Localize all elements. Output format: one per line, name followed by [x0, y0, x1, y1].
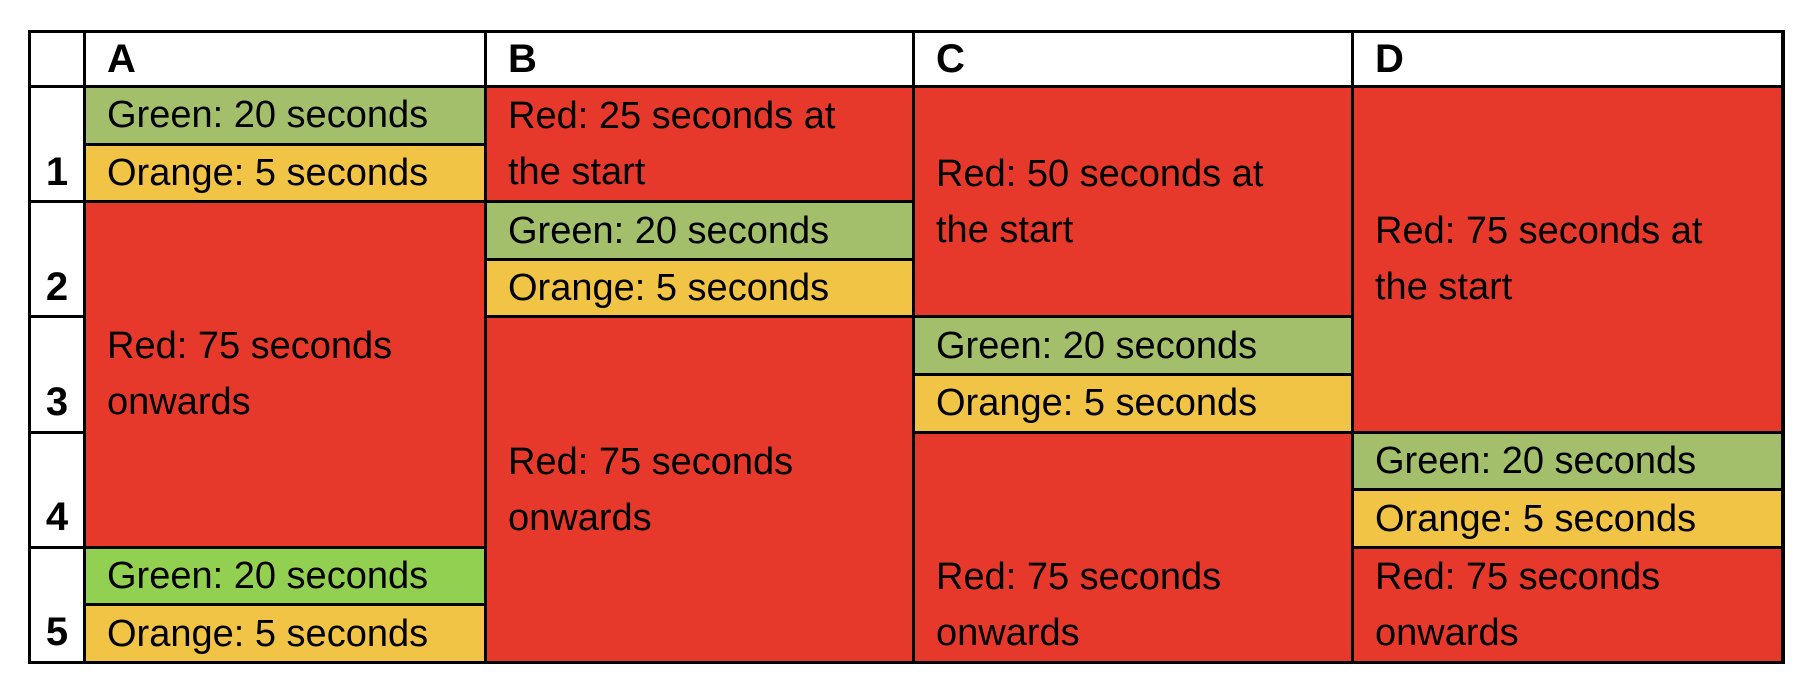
band-text-line: Red: 75 seconds [1375, 555, 1661, 598]
band-text-line: Red: 75 seconds [107, 325, 393, 368]
row-label-1: 1 [31, 88, 83, 201]
row-label-5: 5 [31, 548, 83, 661]
band-text-line: Orange: 5 seconds [107, 612, 429, 655]
band-textblock: Orange: 5 seconds [508, 261, 906, 316]
band-text-line: onwards [1375, 611, 1519, 654]
band-textblock: Orange: 5 seconds [107, 146, 478, 201]
band-textblock: Red: 50 seconds at the start [936, 146, 1345, 258]
band-A-5-orange: Orange: 5 seconds [86, 606, 484, 661]
band-text-line: Red: 75 seconds at [1375, 210, 1703, 253]
band-textblock: Green: 20 seconds [107, 88, 478, 143]
column-header-C: C [915, 33, 1351, 85]
band-B-1-red: Red: 25 seconds at the start [487, 88, 912, 201]
row-label-text: 4 [45, 495, 69, 540]
band-text-line: Orange: 5 seconds [508, 267, 830, 310]
band-D-1-red: Red: 75 seconds at the start [1354, 88, 1781, 431]
band-text-line: Red: 75 seconds [508, 440, 794, 483]
band-textblock: Orange: 5 seconds [936, 376, 1345, 431]
column-header-A: A [86, 33, 484, 85]
band-text-line: Orange: 5 seconds [936, 382, 1258, 425]
band-C-3-orange: Orange: 5 seconds [915, 375, 1351, 431]
band-textblock: Red: 75 seconds at the start [1375, 203, 1775, 315]
band-textblock: Red: 75 seconds onwards [508, 434, 906, 546]
band-C-4-red: Red: 75 seconds onwards [915, 433, 1351, 661]
column-header-B: B [487, 33, 912, 85]
band-text-line: Green: 20 seconds [107, 94, 429, 137]
band-text-line: Green: 20 seconds [936, 324, 1258, 367]
band-text-line: the start [1375, 266, 1513, 309]
corner-header-cell [31, 33, 83, 85]
band-D-2-green: Green: 20 seconds [1354, 433, 1781, 489]
band-textblock: Red: 25 seconds at the start [508, 88, 906, 200]
band-textblock: Red: 75 seconds onwards [1375, 549, 1775, 661]
band-textblock: Orange: 5 seconds [107, 606, 478, 661]
band-text-line: Orange: 5 seconds [1375, 497, 1697, 540]
band-B-2-green: Green: 20 seconds [487, 203, 912, 258]
band-text-line: onwards [107, 381, 251, 424]
row-label-3: 3 [31, 318, 83, 431]
band-text-line: onwards [508, 496, 652, 539]
row-label-text: 2 [45, 264, 69, 309]
row-label-text: 5 [45, 610, 69, 655]
band-A-4-green_bright: Green: 20 seconds [86, 548, 484, 604]
band-text-line: Green: 20 seconds [508, 209, 830, 252]
band-text-line: the start [936, 208, 1074, 251]
band-text-line: Red: 50 seconds at [936, 152, 1264, 195]
band-C-1-red: Red: 50 seconds at the start [915, 88, 1351, 316]
band-textblock: Red: 75 seconds onwards [936, 549, 1345, 661]
band-A-2-orange: Orange: 5 seconds [86, 145, 484, 201]
row-label-text: 1 [45, 149, 69, 194]
band-textblock: Orange: 5 seconds [1375, 491, 1775, 546]
band-textblock: Red: 75 seconds onwards [107, 318, 478, 430]
band-A-1-green: Green: 20 seconds [86, 88, 484, 143]
band-text-line: the start [508, 151, 646, 194]
row-label-text: 3 [45, 380, 69, 425]
band-text-line: onwards [936, 611, 1080, 654]
band-text-line: Green: 20 seconds [1375, 439, 1697, 482]
band-text-line: Orange: 5 seconds [107, 151, 429, 194]
row-label-2: 2 [31, 203, 83, 316]
band-textblock: Green: 20 seconds [107, 549, 478, 604]
band-textblock: Green: 20 seconds [508, 203, 906, 258]
band-B-4-red: Red: 75 seconds onwards [487, 318, 912, 661]
band-text-line: Red: 75 seconds [936, 555, 1222, 598]
band-C-2-green: Green: 20 seconds [915, 318, 1351, 373]
band-B-3-orange: Orange: 5 seconds [487, 260, 912, 316]
band-text-line: Red: 25 seconds at [508, 95, 836, 138]
band-textblock: Green: 20 seconds [936, 318, 1345, 373]
band-D-4-red: Red: 75 seconds onwards [1354, 548, 1781, 661]
band-textblock: Green: 20 seconds [1375, 434, 1775, 489]
band-text-line: Green: 20 seconds [107, 555, 429, 598]
row-label-4: 4 [31, 433, 83, 546]
band-D-3-orange: Orange: 5 seconds [1354, 491, 1781, 546]
band-A-3-red: Red: 75 seconds onwards [86, 203, 484, 546]
column-header-D: D [1354, 33, 1781, 85]
